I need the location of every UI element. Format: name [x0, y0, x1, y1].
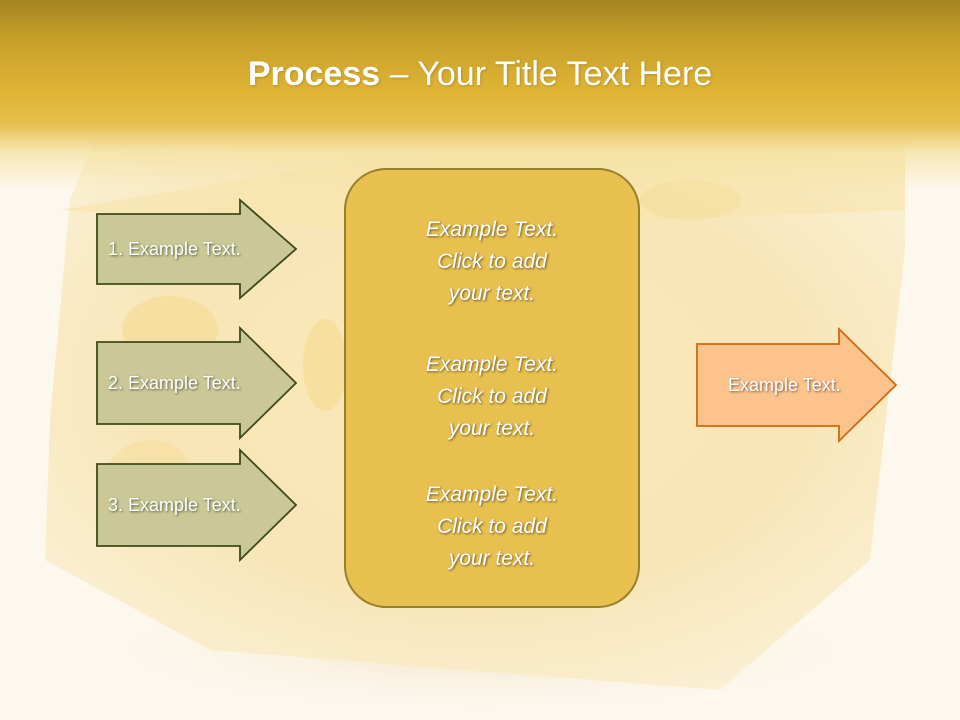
process-box[interactable]: Example Text. Click to add your text. Ex… [344, 168, 640, 608]
output-arrow-shape [696, 326, 898, 444]
process-text-block-2[interactable]: Example Text. Click to add your text. [346, 349, 638, 445]
input-arrow-3[interactable]: 3. Example Text. [96, 447, 298, 563]
process-text-2-line-3: your text. [448, 417, 536, 440]
process-text-block-3[interactable]: Example Text. Click to add your text. [346, 479, 638, 575]
output-arrow-label: Example Text. [728, 374, 841, 395]
input-arrow-2-shape [96, 325, 298, 441]
slide-title[interactable]: Process – Your Title Text Here [0, 52, 960, 96]
process-text-3-line-1: Example Text. [425, 483, 559, 506]
process-text-2-line-2: Click to add [437, 385, 547, 408]
process-text-1-line-1: Example Text. [425, 218, 559, 241]
process-text-block-1[interactable]: Example Text. Click to add your text. [346, 214, 638, 310]
process-text-1-line-3: your text. [448, 282, 536, 305]
title-bold-text: Process [247, 55, 381, 93]
process-text-3-line-2: Click to add [437, 515, 547, 538]
process-text-3-line-3: your text. [448, 547, 536, 570]
input-arrow-2[interactable]: 2. Example Text. [96, 325, 298, 441]
input-arrow-3-shape [96, 447, 298, 563]
process-text-2-line-1: Example Text. [425, 353, 559, 376]
input-arrow-1[interactable]: 1. Example Text. [96, 198, 298, 300]
input-arrow-2-label: 2. Example Text. [108, 372, 241, 393]
output-arrow[interactable]: Example Text. [696, 326, 898, 444]
title-rest-text: – Your Title Text Here [380, 55, 713, 93]
input-arrow-1-label: 1. Example Text. [108, 238, 241, 259]
input-arrow-3-label: 3. Example Text. [108, 494, 241, 515]
input-arrow-1-shape [96, 198, 298, 300]
process-text-1-line-2: Click to add [437, 250, 547, 273]
title-banner [0, 0, 960, 190]
